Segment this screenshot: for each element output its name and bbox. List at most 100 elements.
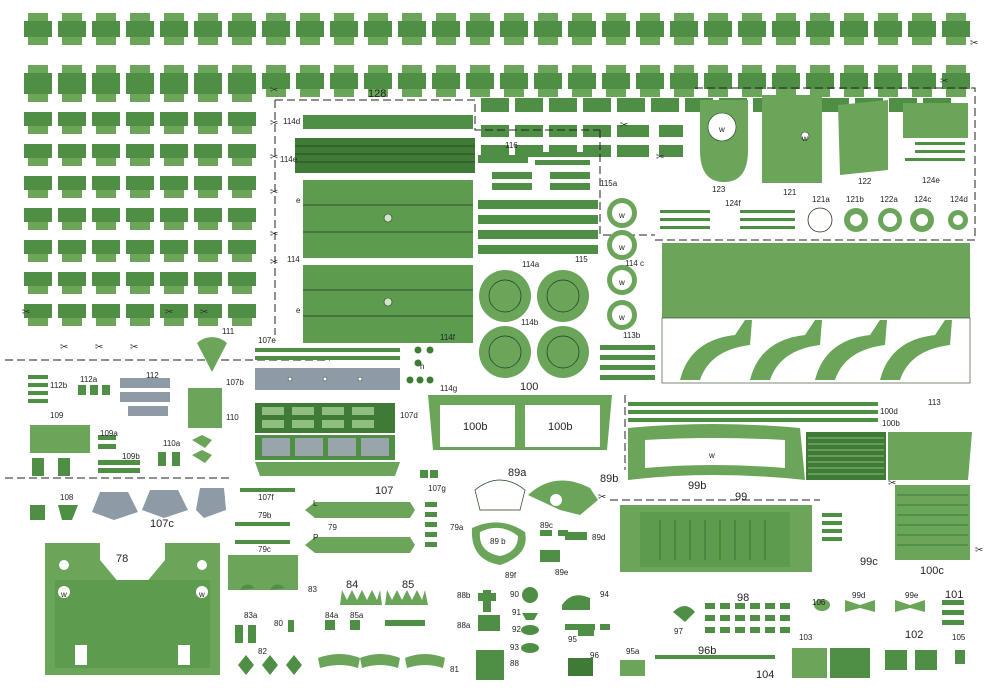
- track-link-pin: [232, 94, 252, 102]
- label-w: w: [618, 313, 625, 322]
- track-link-pin: [946, 37, 966, 45]
- track-link: [515, 98, 543, 112]
- track-link: [58, 272, 86, 286]
- track-link-pin: [912, 89, 932, 97]
- track-link-pin: [198, 190, 218, 198]
- track-link: [24, 304, 52, 318]
- track-link: [160, 144, 188, 158]
- part-99-100-right: [620, 402, 972, 572]
- track-link-pin: [164, 126, 184, 134]
- track-link-pin: [708, 89, 728, 97]
- track-link: [126, 304, 154, 318]
- track-link: [160, 21, 188, 37]
- track-link-pin: [96, 37, 116, 45]
- track-link: [160, 304, 188, 318]
- track-link-pin: [198, 126, 218, 134]
- track-link-pin: [470, 13, 490, 21]
- track-link-pin: [62, 222, 82, 230]
- track-link-pin: [232, 286, 252, 294]
- road-wheel-rim: [546, 279, 580, 313]
- track-link: [942, 73, 970, 89]
- part-113b-strips: [600, 345, 655, 380]
- track-link-pin: [28, 65, 48, 73]
- track-link-pin: [62, 190, 82, 198]
- label-l83: 83: [308, 585, 317, 594]
- track-link-pin: [28, 37, 48, 45]
- track-link-pin: [28, 190, 48, 198]
- track-link: [126, 112, 154, 126]
- label-l91: 91: [512, 608, 521, 617]
- track-link-pin: [640, 89, 660, 97]
- scissors-icon: ✂: [165, 307, 173, 318]
- track-link: [500, 21, 528, 37]
- scissors-icons: ✂✂✂✂✂✂✂✂✂✂✂✂✂✂✂✂✂✂✂: [22, 38, 983, 556]
- label-w: w: [718, 125, 725, 134]
- track-link: [625, 145, 649, 157]
- scissors-icon: ✂: [970, 38, 978, 49]
- label-l113b: 113b: [623, 331, 641, 340]
- track-link-pin: [912, 65, 932, 73]
- track-link-pin: [334, 65, 354, 73]
- label-l108: 108: [60, 493, 74, 502]
- track-link: [840, 73, 868, 89]
- track-link: [92, 208, 120, 222]
- track-link: [160, 272, 188, 286]
- scissors-icon: ✂: [888, 478, 896, 489]
- part-89-group: [471, 479, 598, 565]
- label-l78: 78: [116, 553, 128, 565]
- track-link-pin: [606, 37, 626, 45]
- label-l107b: 107b: [226, 378, 244, 387]
- track-link-pin: [164, 13, 184, 21]
- track-link: [772, 73, 800, 89]
- track-link: [908, 21, 936, 37]
- label-l124d: 124d: [950, 195, 968, 204]
- label-l114c: 114 c: [625, 259, 644, 268]
- track-link-pin: [844, 37, 864, 45]
- label-l100c: 100c: [920, 565, 944, 577]
- label-l100b_r: 100b: [882, 419, 900, 428]
- track-link: [228, 176, 256, 190]
- track-link-pin: [572, 13, 592, 21]
- label-le2: e: [296, 306, 301, 315]
- track-link-pin: [912, 37, 932, 45]
- track-link-pin: [538, 13, 558, 21]
- scissors-icon: ✂: [130, 342, 138, 353]
- track-link-pin: [164, 65, 184, 73]
- track-link: [670, 73, 698, 89]
- track-link: [228, 80, 256, 94]
- label-l107c: 107c: [150, 518, 174, 530]
- track-link: [92, 21, 120, 37]
- track-link: [568, 73, 596, 89]
- track-link-pin: [844, 65, 864, 73]
- label-l89f: 89f: [505, 571, 517, 580]
- track-link-pin: [130, 254, 150, 262]
- track-link-pin: [368, 13, 388, 21]
- track-link-pin: [164, 158, 184, 166]
- part-107-group: [240, 346, 438, 492]
- label-l103: 103: [799, 633, 813, 642]
- track-link-pin: [62, 158, 82, 166]
- track-link-pin: [130, 190, 150, 198]
- idler-disc-hole: [612, 203, 632, 223]
- track-link-pin: [96, 222, 116, 230]
- track-link-pin: [300, 89, 320, 97]
- track-link-pin: [130, 286, 150, 294]
- track-link-pin: [810, 65, 830, 73]
- part-121-124-group: [660, 95, 968, 233]
- track-link-pin: [708, 13, 728, 21]
- track-link: [432, 73, 460, 89]
- track-link-pin: [28, 94, 48, 102]
- track-link: [24, 144, 52, 158]
- scissors-icon: ✂: [22, 307, 30, 318]
- track-link-pin: [232, 190, 252, 198]
- track-link-pin: [368, 65, 388, 73]
- track-link-pin: [28, 286, 48, 294]
- track-link: [92, 240, 120, 254]
- label-w: w: [618, 278, 625, 287]
- track-link: [160, 112, 188, 126]
- track-link: [228, 21, 256, 37]
- scissors-icon: ✂: [270, 229, 278, 240]
- label-l89a: 89a: [508, 467, 527, 479]
- label-l79c: 79c: [258, 545, 271, 554]
